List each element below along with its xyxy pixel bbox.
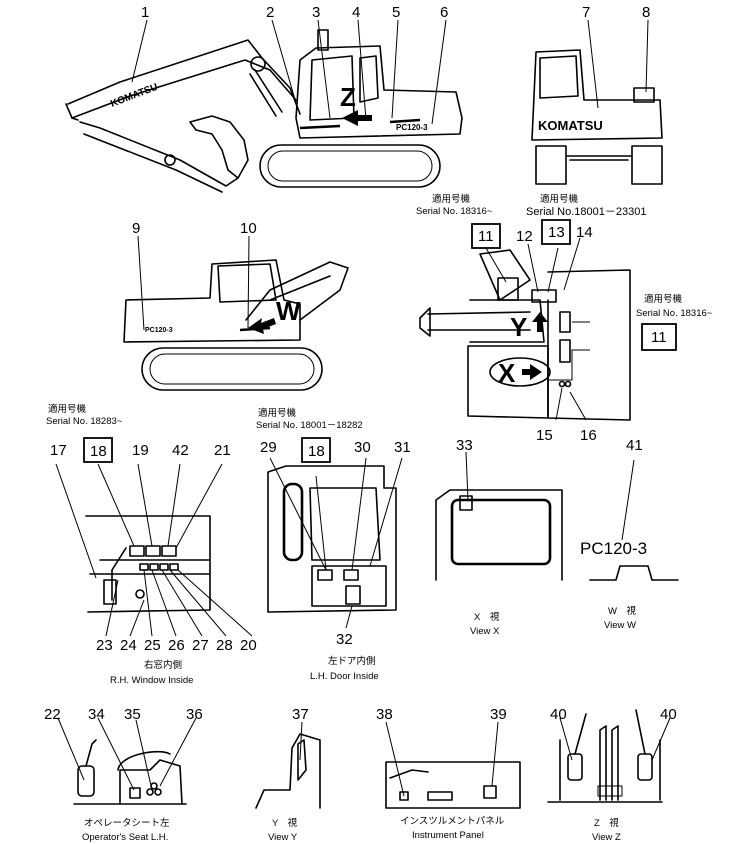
callout-30: 30 <box>354 439 371 456</box>
callout-5: 5 <box>392 4 400 21</box>
callout-numbers: 1 2 3 4 5 6 7 8 9 10 11 12 13 14 11 15 1… <box>44 4 677 723</box>
brand-decal-rear: KOMATSU <box>538 118 603 133</box>
callout-4: 4 <box>352 4 360 21</box>
callout-25: 25 <box>144 637 161 654</box>
callout-38: 38 <box>376 706 393 723</box>
callout-20: 20 <box>240 637 257 654</box>
brand-decal-side: KOMATSU <box>109 82 159 110</box>
instrument-panel <box>385 761 521 809</box>
caption-instrument-panel: Instrument Panel <box>412 830 484 841</box>
excavator-rear-view: KOMATSU <box>531 49 663 185</box>
callout-18-boxed-lh: 18 <box>308 443 325 460</box>
caption-view-z: View Z <box>592 832 621 843</box>
caption-rh-window: R.H. Window Inside <box>110 675 193 686</box>
caption-view-y-jp: Y 視 <box>272 817 298 829</box>
callout-14: 14 <box>576 224 593 241</box>
view-z <box>547 709 663 803</box>
view-x <box>435 489 563 581</box>
callout-22: 22 <box>44 706 61 723</box>
callout-40-left: 40 <box>550 706 567 723</box>
callout-42: 42 <box>172 442 189 459</box>
lh-door-inside <box>267 465 397 613</box>
callout-40-right: 40 <box>660 706 677 723</box>
callout-1: 1 <box>141 4 149 21</box>
serial-top-left-jp: 適用号機 <box>432 193 471 205</box>
callout-24: 24 <box>120 637 137 654</box>
callout-31: 31 <box>394 439 411 456</box>
caption-lh-door-jp: 左ドア内側 <box>328 655 376 667</box>
callout-29: 29 <box>260 439 277 456</box>
callout-23: 23 <box>96 637 113 654</box>
callout-36: 36 <box>186 706 203 723</box>
serial-top-right-jp: 適用号機 <box>540 193 579 205</box>
callout-11-boxed-right: 11 <box>651 329 667 346</box>
operator-seat-lh <box>73 739 187 805</box>
caption-rh-window-jp: 右窓内側 <box>144 659 182 671</box>
excavator-top-view: X Y <box>419 249 631 421</box>
serial-right-jp: 適用号機 <box>644 293 683 305</box>
callout-9: 9 <box>132 220 140 237</box>
caption-view-z-jp: Z 視 <box>594 817 619 829</box>
serial-notes: 適用号機 Serial No. 18316~ 適用号機 Serial No.18… <box>46 193 713 431</box>
caption-view-w-jp: W 視 <box>608 605 636 617</box>
callout-27: 27 <box>192 637 209 654</box>
callout-35: 35 <box>124 706 141 723</box>
callout-17: 17 <box>50 442 67 459</box>
rh-window-inside <box>85 515 211 613</box>
view-letter-w: W <box>276 296 301 326</box>
callout-18-boxed-rh: 18 <box>90 443 107 460</box>
serial-lh-door: Serial No. 18001－18282 <box>256 420 363 431</box>
callout-37: 37 <box>292 706 309 723</box>
callout-15: 15 <box>536 427 553 444</box>
callout-10: 10 <box>240 220 257 237</box>
callout-33: 33 <box>456 437 473 454</box>
serial-rh-window: Serial No. 18283~ <box>46 416 123 427</box>
caption-view-x-jp: X 視 <box>474 611 500 623</box>
callout-26: 26 <box>168 637 185 654</box>
serial-lh-door-jp: 適用号機 <box>258 407 297 419</box>
callout-8: 8 <box>642 4 650 21</box>
excavator-view-w: W PC120-3 <box>123 259 349 391</box>
callout-3: 3 <box>312 4 320 21</box>
view-letter-z: Z <box>340 82 356 112</box>
callout-28: 28 <box>216 637 233 654</box>
callout-6: 6 <box>440 4 448 21</box>
callout-2: 2 <box>266 4 274 21</box>
callout-34: 34 <box>88 706 105 723</box>
callout-11-boxed-top: 11 <box>478 228 494 245</box>
model-decal-w: PC120-3 <box>145 327 173 334</box>
caption-lh-door: L.H. Door Inside <box>310 671 379 682</box>
view-captions: 右窓内側 R.H. Window Inside 左ドア内側 L.H. Door … <box>82 605 636 843</box>
model-badge-w: PC120-3 <box>580 539 647 558</box>
callout-7: 7 <box>582 4 590 21</box>
model-decal-side: PC120-3 <box>396 123 428 132</box>
caption-instrument-panel-jp: インスツルメントパネル <box>400 816 505 827</box>
caption-operator-seat-jp: オペレータシート左 <box>84 817 170 829</box>
caption-view-y: View Y <box>268 832 298 843</box>
caption-view-w: View W <box>604 620 636 631</box>
view-w: PC120-3 <box>580 539 679 581</box>
callout-19: 19 <box>132 442 149 459</box>
callout-21: 21 <box>214 442 231 459</box>
callout-12: 12 <box>516 228 533 245</box>
callout-16: 16 <box>580 427 597 444</box>
leader-lines <box>55 19 671 797</box>
serial-right: Serial No. 18316~ <box>636 308 713 319</box>
view-y <box>255 733 321 809</box>
view-letter-y: Y <box>510 312 527 342</box>
view-letter-x: X <box>498 358 516 388</box>
callout-32: 32 <box>336 631 353 648</box>
excavator-side-view: Z KOMATSU PC120-3 <box>65 29 463 193</box>
callout-39: 39 <box>490 706 507 723</box>
caption-view-x: View X <box>470 626 500 637</box>
callout-13-boxed: 13 <box>548 224 565 241</box>
serial-top-left: Serial No. 18316~ <box>416 206 493 217</box>
caption-operator-seat: Operator's Seat L.H. <box>82 832 168 843</box>
serial-top-right: Serial No.18001－23301 <box>526 206 646 218</box>
serial-rh-window-jp: 適用号機 <box>48 403 87 415</box>
callout-41: 41 <box>626 437 643 454</box>
